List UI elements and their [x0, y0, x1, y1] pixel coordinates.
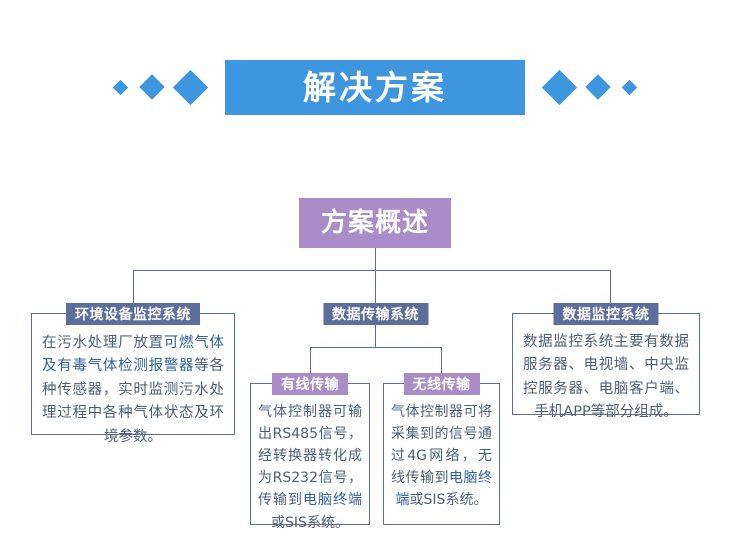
card-wireless-title: 无线传输	[403, 373, 480, 395]
card-transmission-title: 数据传输系统	[323, 303, 428, 325]
card-data-monitoring: 数据监控系统 数据监控系统主要有数据服务器、电视墙、中央监控服务器、电脑客户端、…	[512, 303, 700, 420]
decor-diamonds-right	[541, 69, 638, 105]
connector-to-monitoring	[610, 270, 611, 313]
connector-to-wireless	[441, 347, 442, 383]
diamond-icon	[172, 69, 209, 105]
connector-level2-bus	[310, 347, 441, 348]
body-text-segment: 或SIS系统。	[409, 492, 488, 509]
connector-root-stem	[375, 248, 376, 270]
page-header: 解决方案	[0, 58, 750, 116]
diamond-icon	[621, 79, 638, 95]
diamond-icon	[139, 74, 165, 100]
card-environment-body: 在污水处理厂放置可燃气体及有毒气体检测报警器等各种传感器，实时监测污水处理过程中…	[32, 314, 234, 457]
body-text-segment: 等各种传感器，实时监测污水处理过程中各种气体状态及环境参数。	[42, 358, 225, 445]
card-wired-transmission: 有线传输 气体控制器可输出RS485信号，经转换器转化成为RS232信号，传输到…	[250, 373, 370, 531]
body-text-highlight: 可燃气体及有毒气体检测报警器	[42, 335, 225, 375]
body-text-segment: 气体控制器可将采集到的信号通过4G网络，无线传输到	[391, 404, 492, 487]
card-wireless-body: 气体控制器可将采集到的信号通过4G网络，无线传输到电脑终端或SIS系统。	[384, 384, 499, 518]
diamond-icon	[112, 79, 129, 95]
body-text-segment: 气体控制器可输出RS485信号，经转换器转化成为RS232信号，传输到	[258, 404, 362, 509]
connector-to-transmission	[375, 270, 376, 313]
card-monitoring-body: 数据监控系统主要有数据服务器、电视墙、中央监控服务器、电脑客户端、手机APP等部…	[523, 334, 689, 421]
diamond-icon	[541, 69, 578, 105]
card-monitoring-title: 数据监控系统	[553, 303, 659, 325]
root-node-overview: 方案概述	[299, 198, 451, 248]
card-data-transmission: 数据传输系统	[310, 303, 441, 325]
connector-level1-bus	[133, 270, 611, 271]
body-text-highlight: 电脑终端	[303, 492, 362, 509]
card-environment-title: 环境设备监控系统	[66, 303, 200, 325]
card-wireless-transmission: 无线传输 气体控制器可将采集到的信号通过4G网络，无线传输到电脑终端或SIS系统…	[383, 373, 500, 525]
body-text-segment: 在污水处理厂放置	[42, 335, 164, 351]
connector-to-wired	[310, 347, 311, 383]
body-text-segment: 或SIS系统。	[271, 514, 349, 531]
body-text-highlight: 电脑终端	[395, 470, 492, 509]
card-wired-body: 气体控制器可输出RS485信号，经转换器转化成为RS232信号，传输到电脑终端或…	[251, 384, 369, 540]
card-environment-monitoring: 环境设备监控系统 在污水处理厂放置可燃气体及有毒气体检测报警器等各种传感器，实时…	[31, 303, 235, 445]
decor-diamonds-left	[112, 69, 209, 105]
diamond-icon	[585, 74, 611, 100]
root-node-label: 方案概述	[320, 208, 429, 238]
page-title: 解决方案	[303, 67, 447, 107]
card-wired-title: 有线传输	[272, 373, 348, 395]
connector-to-environment	[133, 270, 134, 313]
page-title-banner: 解决方案	[225, 59, 525, 115]
connector-transmission-stem	[375, 324, 376, 347]
